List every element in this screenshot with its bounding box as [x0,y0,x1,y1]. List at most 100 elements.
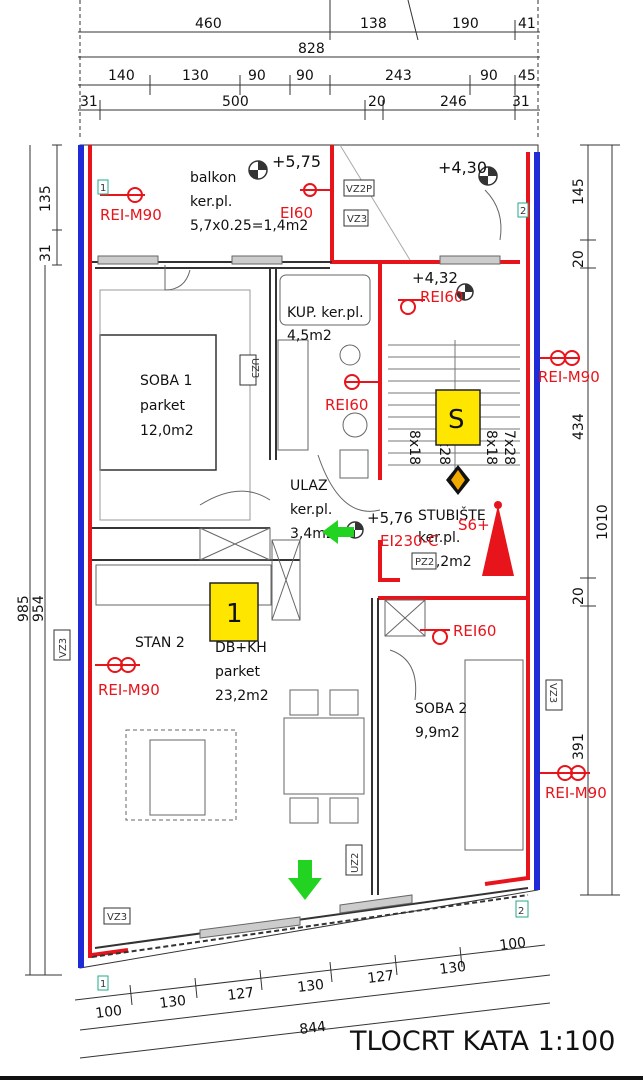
warning-dot-icon [494,501,502,509]
dim-top-31b: 31 [512,94,530,110]
rei-m90-right-upper: REI-M90 [538,368,600,386]
ei60-balkon: EI60 [280,204,313,222]
dim-bottom-127b: 127 [367,968,395,987]
bottom-dimension-lines [74,944,551,1059]
svg-text:VZ3: VZ3 [107,912,127,923]
rei-m90-balkon: REI-M90 [100,206,162,224]
tag-uz3: UZ3 [239,354,260,386]
dim-top-130: 130 [182,68,209,84]
stair-badge: S [435,389,481,446]
dim-bottom-844: 844 [299,1019,328,1038]
svg-text:S: S [448,405,465,435]
svg-text:1: 1 [226,599,243,629]
svg-text:+5,75: +5,75 [272,152,321,171]
ei230-c-entrance: EI230-C [380,532,438,550]
room-soba-2: SOBA 2 9,9m2 [415,701,467,741]
level-marker-3: +4,32 [412,269,474,301]
dim-top-90a: 90 [248,68,266,84]
dim-bottom-100b: 100 [499,935,527,954]
svg-text:DB+KH: DB+KH [215,640,267,656]
dim-right-391: 391 [571,733,587,760]
fire-extinguisher-symbol-icon [446,465,470,495]
rei-m90-left: REI-M90 [98,681,160,699]
svg-text:+4,32: +4,32 [412,269,458,287]
dim-top-138: 138 [360,16,387,32]
tag-vz3-top: VZ3 [343,209,369,227]
svg-text:23,2m2: 23,2m2 [215,688,269,704]
svg-text:ker.pl.: ker.pl. [418,530,460,546]
dim-top-500: 500 [222,94,249,110]
svg-text:parket: parket [140,398,185,414]
room-kupaonica: KUP. ker.pl. 4,5m2 [287,305,364,344]
svg-text:9,9m2: 9,9m2 [415,725,460,741]
right-dimension-lines [580,144,620,896]
svg-text:UZ2: UZ2 [350,853,361,873]
top-dimension-lines [78,0,540,140]
room-ulaz: ULAZ ker.pl. 3,4m2 [290,478,335,542]
dim-right-20a: 20 [571,250,587,268]
dim-right-1010: 1010 [595,504,611,540]
tag-vz2p: VZ2P [343,179,375,197]
room-dnevni-kuhinja: DB+KH parket 23,2m2 [215,640,269,704]
svg-text:12,0m2: 12,0m2 [140,423,194,439]
dim-top-140: 140 [108,68,135,84]
level-marker-2: +4,30 [438,158,498,186]
dim-bottom-130b: 130 [297,977,325,996]
dim-right-434: 434 [571,413,587,440]
tag-1-bottom: 1 [97,975,109,991]
stair-label-c: 7x28 [501,430,517,465]
tag-vz3-bottom: VZ3 [103,907,131,925]
left-dimension-lines [25,144,62,976]
dim-top-460: 460 [195,16,222,32]
rei60-bath: REI60 [325,396,368,414]
svg-text:1: 1 [100,979,106,990]
dim-top-246: 246 [440,94,467,110]
svg-text:VZ3: VZ3 [58,638,69,658]
tag-vz3-left: VZ3 [53,629,71,661]
unit-badge: 1 [209,582,259,642]
svg-text:VZ3: VZ3 [547,683,558,703]
dim-top-828: 828 [298,41,325,57]
tag-uz2: UZ2 [345,844,363,876]
tag-vz3-right: VZ3 [545,679,563,711]
warning-triangle-icon [482,505,514,576]
dim-bottom-100a: 100 [95,1003,123,1022]
tag-2-bottom: 2 [515,900,529,918]
svg-text:3,4m2: 3,4m2 [290,526,335,542]
svg-text:+4,30: +4,30 [438,158,487,177]
dim-bottom-130c: 130 [439,959,467,978]
svg-text:VZ3: VZ3 [347,214,367,225]
dim-top-243: 243 [385,68,412,84]
exit-arrow-down-icon [288,860,322,900]
walls [78,144,540,969]
svg-text:UZ3: UZ3 [249,358,260,378]
svg-text:1: 1 [100,183,106,194]
svg-text:SOBA 1: SOBA 1 [140,373,192,389]
dim-top-90c: 90 [480,68,498,84]
dim-top-20: 20 [368,94,386,110]
svg-text:ker.pl.: ker.pl. [190,194,232,210]
svg-text:4,5m2: 4,5m2 [287,328,332,344]
dim-bottom-130a: 130 [159,993,187,1012]
rei-m90-right-lower: REI-M90 [545,784,607,802]
tag-1-top: 1 [97,179,109,195]
svg-text:ker.pl.: ker.pl. [290,502,332,518]
dim-left-954: 954 [31,595,47,622]
dim-top-45: 45 [518,68,536,84]
dim-top-31a: 31 [80,94,98,110]
svg-text:5,7x0.25=1,4m2: 5,7x0.25=1,4m2 [190,218,308,234]
dim-top-190: 190 [452,16,479,32]
dim-top-90b: 90 [296,68,314,84]
plan-title: TLOCRT KATA 1:100 [349,1026,615,1057]
stair-label-b: 8x18 [406,430,422,465]
rei60-soba2: REI60 [453,622,496,640]
s6-sign-label: S6+ [458,516,490,534]
dim-left-31: 31 [38,244,54,262]
svg-text:PZ2: PZ2 [415,557,434,568]
bottom-rule [0,1076,643,1080]
svg-text:parket: parket [215,664,260,680]
svg-text:SOBA 2: SOBA 2 [415,701,467,717]
dim-left-135: 135 [38,185,54,212]
unit-label: STAN 2 [135,635,185,651]
